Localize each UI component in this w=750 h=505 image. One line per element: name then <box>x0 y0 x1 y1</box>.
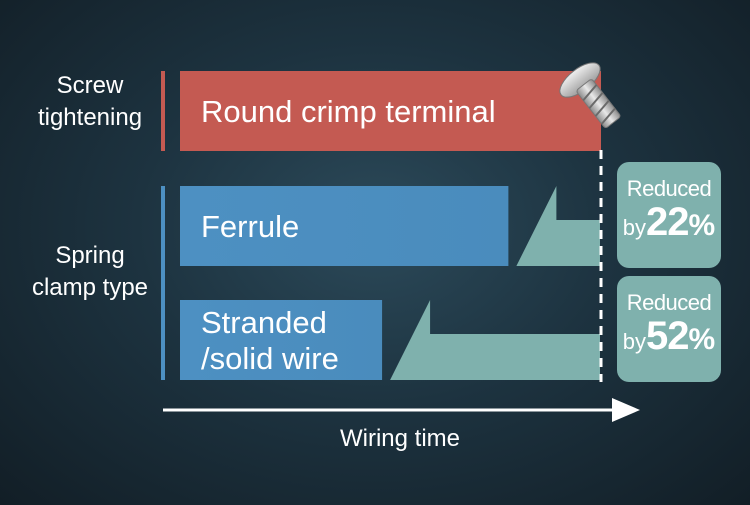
group-label-screw: Screw tightening <box>37 72 143 131</box>
screw-icon <box>559 62 621 128</box>
badge-percent-sign: % <box>688 323 716 356</box>
bar-stranded-solid-wire <box>180 300 383 380</box>
badge-text: Reduced <box>626 176 712 201</box>
reduction-arrow-stranded <box>390 300 600 380</box>
badge-by: by <box>622 215 647 240</box>
bar-label-round-crimp-terminal: Round crimp terminal <box>201 94 496 129</box>
bar-label-stranded-solid-wire: Stranded /solid wire <box>201 305 339 376</box>
reduction-arrow-ferrule <box>516 186 600 266</box>
bar-label-ferrule: Ferrule <box>201 209 300 244</box>
badge-value-line: by52% <box>617 316 721 362</box>
group-bar-spring <box>161 186 165 380</box>
badge-value-line: by22% <box>617 202 721 248</box>
badge-text: Reduced <box>626 290 712 315</box>
badge-percent-value: 22 <box>646 200 689 244</box>
reduction-badge-stranded: Reduced by52% <box>617 276 721 382</box>
x-axis-arrowhead <box>612 398 640 422</box>
x-axis-label: Wiring time <box>340 425 461 452</box>
badge-percent-sign: % <box>688 209 716 242</box>
badge-percent-value: 52 <box>646 314 689 358</box>
reduction-badge-ferrule: Reduced by22% <box>617 162 721 268</box>
bar-round-crimp-terminal <box>180 71 601 151</box>
group-bar-screw <box>161 71 165 151</box>
badge-by: by <box>622 329 647 354</box>
group-label-spring: Spring clamp type <box>31 242 149 301</box>
bar-ferrule <box>180 186 509 266</box>
